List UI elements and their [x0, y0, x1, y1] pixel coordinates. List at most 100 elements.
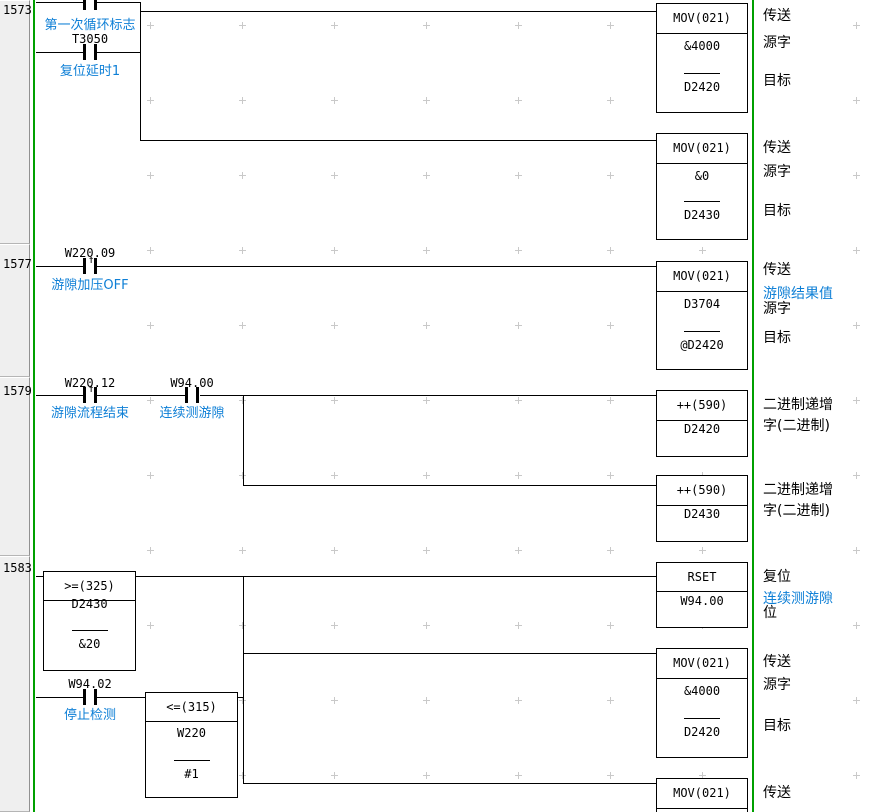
wire-h-13 — [136, 576, 656, 577]
grid-mark — [423, 697, 430, 704]
grid-mark — [331, 172, 338, 179]
instruction-label-6: 传送 — [763, 262, 791, 278]
block-inc-1[interactable]: ++(590)D2420 — [656, 390, 748, 457]
block-header: RSET — [657, 563, 747, 592]
grid-mark — [853, 397, 860, 404]
rung-margin-1573[interactable]: 1573 — [0, 0, 32, 244]
rung-number: 1583 — [3, 561, 32, 575]
grid-mark — [607, 472, 614, 479]
block-header: MOV(021) — [657, 779, 747, 809]
rung-margin-1579[interactable]: 1579 — [0, 377, 32, 556]
grid-mark — [331, 247, 338, 254]
grid-mark — [515, 172, 522, 179]
rung-number: 1579 — [3, 384, 32, 398]
grid-mark — [515, 547, 522, 554]
instruction-label-17: 传送 — [763, 654, 791, 670]
block-mov-5[interactable]: MOV(021) — [656, 778, 748, 812]
block-header: >=(325) — [44, 572, 135, 601]
grid-mark — [515, 697, 522, 704]
wire-h-0 — [36, 2, 83, 3]
instruction-label-10: 二进制递增 — [763, 397, 833, 413]
grid-mark — [607, 697, 614, 704]
left-bus-bar — [33, 0, 35, 812]
block-cmp-ge[interactable]: >=(325)D2430&20 — [43, 571, 136, 671]
grid-mark — [853, 472, 860, 479]
instruction-label-16: 位 — [763, 605, 777, 621]
contact-bar-right — [94, 44, 97, 60]
instruction-label-3: 传送 — [763, 140, 791, 156]
contact-operand: T3050 — [71, 32, 109, 46]
grid-mark — [423, 97, 430, 104]
block-mov-3[interactable]: MOV(021)D3704@D2420 — [656, 261, 748, 370]
contact-bar-left — [83, 689, 86, 705]
grid-mark — [147, 472, 154, 479]
instruction-label-12: 二进制递增 — [763, 482, 833, 498]
contact-comment: 停止检测 — [63, 708, 117, 723]
wire-h-2 — [140, 11, 656, 12]
wire-h-5 — [140, 140, 656, 141]
block-operand-1: D3704 — [683, 297, 721, 311]
instruction-label-9: 目标 — [763, 330, 791, 346]
grid-mark — [239, 247, 246, 254]
grid-mark — [423, 547, 430, 554]
grid-mark — [853, 97, 860, 104]
rung-margin-1583[interactable]: 1583 — [0, 556, 32, 812]
block-operand-1: D2430 — [71, 597, 108, 611]
grid-mark — [239, 97, 246, 104]
block-operand-1: W94.00 — [680, 594, 724, 608]
instruction-label-7: 游隙结果值 — [763, 286, 833, 302]
contact-operand: W220.09 — [64, 246, 116, 260]
grid-mark — [607, 22, 614, 29]
block-header: ++(590) — [657, 476, 747, 506]
wire-h-12 — [36, 576, 43, 577]
grid-mark — [423, 22, 430, 29]
grid-mark — [147, 397, 154, 404]
block-header: MOV(021) — [657, 134, 747, 164]
block-header: <=(315) — [146, 693, 237, 722]
grid-mark — [515, 97, 522, 104]
grid-mark — [331, 22, 338, 29]
grid-mark — [423, 322, 430, 329]
block-cmp-le[interactable]: <=(315)W220#1 — [145, 692, 238, 798]
rung-margin-1577[interactable]: 1577 — [0, 244, 32, 377]
contact-operand: W94.00 — [170, 376, 214, 390]
operand-overline — [684, 718, 720, 719]
instruction-label-11: 字(二进制) — [763, 418, 830, 434]
grid-mark — [853, 22, 860, 29]
grid-mark — [515, 622, 522, 629]
grid-mark — [423, 472, 430, 479]
grid-mark — [239, 322, 246, 329]
grid-mark — [607, 772, 614, 779]
contact-bar-right — [94, 258, 97, 274]
contact-bar-left — [83, 387, 86, 403]
contact-operand: W220.12 — [64, 376, 116, 390]
block-operand-2: #1 — [184, 767, 199, 781]
instruction-label-19: 目标 — [763, 718, 791, 734]
block-rset[interactable]: RSET W94.00 — [656, 562, 748, 628]
block-inc-2[interactable]: ++(590)D2430 — [656, 475, 748, 542]
instruction-label-14: 复位 — [763, 569, 791, 585]
grid-mark — [331, 697, 338, 704]
grid-mark — [423, 397, 430, 404]
grid-mark — [239, 472, 246, 479]
wire-h-6 — [36, 266, 83, 267]
grid-mark — [607, 97, 614, 104]
grid-mark — [699, 772, 706, 779]
grid-mark — [515, 322, 522, 329]
instruction-label-4: 源字 — [763, 164, 791, 180]
grid-mark — [607, 397, 614, 404]
wire-h-4 — [97, 52, 140, 53]
block-operand-2: D2430 — [683, 208, 721, 222]
grid-mark — [515, 472, 522, 479]
grid-mark — [147, 22, 154, 29]
instruction-label-15: 连续测游隙 — [763, 591, 833, 607]
contact-bar-left — [83, 44, 86, 60]
grid-mark — [853, 247, 860, 254]
grid-mark — [699, 247, 706, 254]
contact-bar-right — [196, 387, 199, 403]
instruction-label-0: 传送 — [763, 8, 791, 24]
